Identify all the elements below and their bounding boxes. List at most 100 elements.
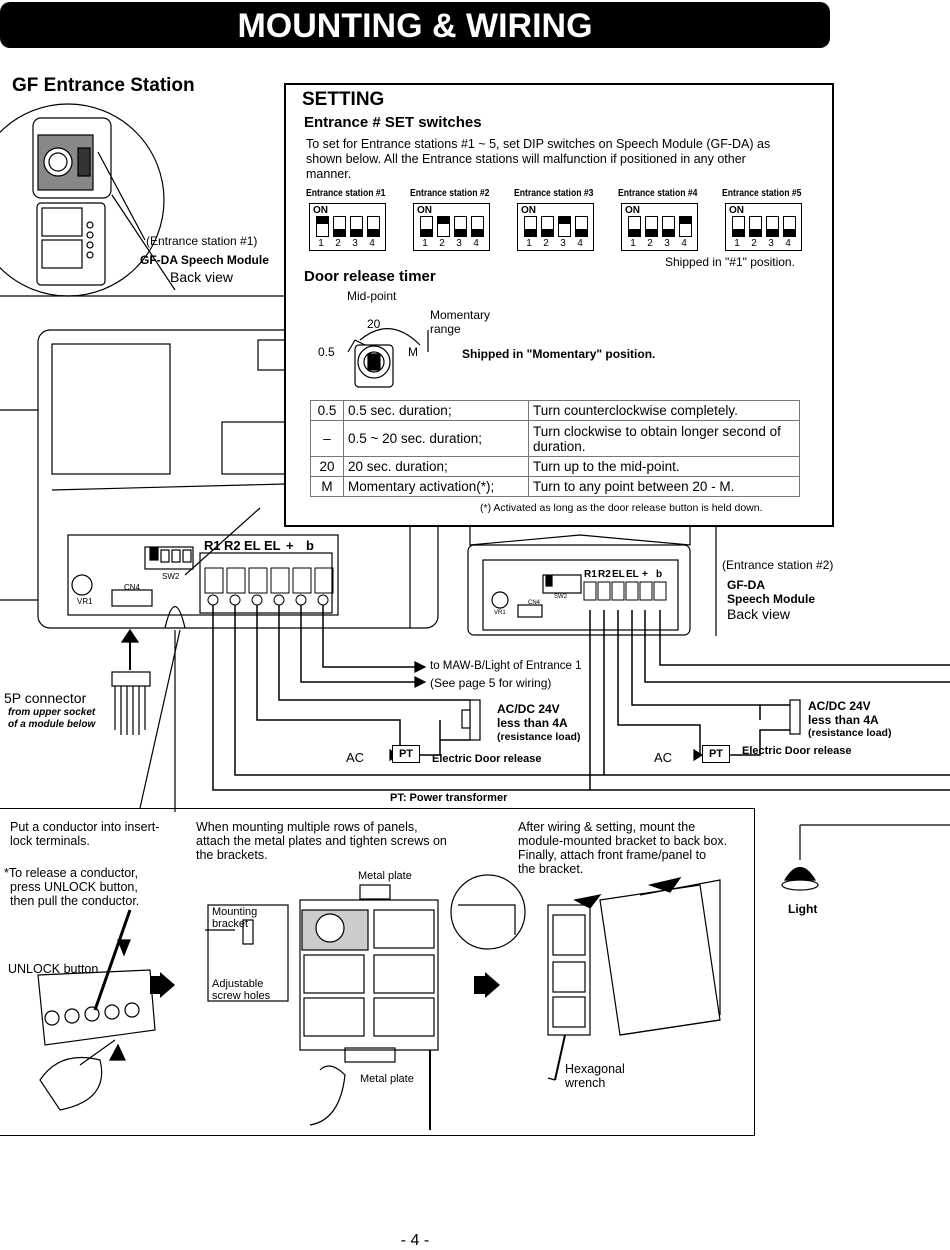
- door1-acdc: AC/DC 24V: [497, 702, 560, 716]
- module1-caption-view: Back view: [170, 269, 234, 285]
- terminal-board-1: [67, 534, 339, 616]
- hex-wrench-label-2: wrench: [565, 1076, 606, 1090]
- step1-line5: then pull the conductor.: [10, 894, 140, 908]
- door2-acdc: AC/DC 24V: [808, 699, 871, 713]
- metal-plate-bottom: Metal plate: [360, 1073, 414, 1085]
- step3-line1: After wiring & setting, mount the: [518, 820, 696, 834]
- timer-duration: 0.5 ~ 20 sec. duration;: [343, 420, 529, 457]
- timer-setting: 20: [310, 456, 344, 477]
- module2-caption-type: Speech Module: [727, 592, 816, 606]
- terminal-b: b: [306, 538, 314, 553]
- step3-line2: module-mounted bracket to back box.: [518, 834, 728, 848]
- dial-m: M: [408, 345, 418, 359]
- setting-title: SETTING: [302, 89, 385, 110]
- metal-plate-top: Metal plate: [358, 870, 412, 882]
- timer-footnote: (*) Activated as long as the door releas…: [480, 502, 763, 514]
- ac-label-2: AC: [654, 750, 673, 765]
- terminal-plus-2: +: [642, 569, 648, 580]
- terminal-r2-2: R2: [598, 569, 611, 580]
- door2-label: Electric Door release: [742, 745, 852, 757]
- door1-resistance: (resistance load): [497, 731, 581, 743]
- door2-less: less than 4A: [808, 713, 879, 727]
- dip-label-station-1: Entrance station #1: [306, 187, 386, 199]
- dial-0-5: 0.5: [318, 345, 335, 359]
- timer-duration: 0.5 sec. duration;: [343, 400, 529, 421]
- timer-setting: 0.5: [310, 400, 344, 421]
- module1-caption-station: (Entrance station #1): [146, 234, 258, 248]
- dip-label-station-4: Entrance station #4: [618, 187, 698, 199]
- timer-dial-icon: [347, 328, 429, 388]
- connector-label: 5P connector: [4, 690, 87, 706]
- wire-to-maw: to MAW-B/Light of Entrance 1: [430, 660, 582, 672]
- step3-line4: the bracket.: [518, 862, 584, 876]
- step2-line1: When mounting multiple rows of panels,: [196, 820, 418, 834]
- timer-setting: –: [310, 420, 344, 457]
- dial-shipped-note: Shipped in "Momentary" position.: [462, 347, 656, 361]
- timer-action: Turn clockwise to obtain longer second o…: [528, 420, 800, 457]
- terminal-el2-2: EL: [626, 569, 639, 580]
- entrance-text-3: manner.: [306, 167, 352, 181]
- door2-resistance: (resistance load): [808, 727, 892, 739]
- dip-label-station-3: Entrance station #3: [514, 187, 594, 199]
- timer-action: Turn up to the mid-point.: [528, 456, 800, 477]
- adjustable-label-1: Adjustable: [212, 978, 264, 990]
- entrance-text-1: To set for Entrance stations #1 ~ 5, set…: [306, 137, 771, 151]
- dial-mid-point: Mid-point: [347, 289, 397, 303]
- wire-see-page: (See page 5 for wiring): [430, 676, 552, 690]
- pt-box-1: PT: [392, 745, 420, 763]
- steps-box: [0, 808, 755, 1136]
- dial-momentary: Momentary: [430, 308, 491, 322]
- section-title: GF Entrance Station: [12, 75, 195, 96]
- terminal-el2: EL: [264, 538, 281, 553]
- module2-caption-view: Back view: [727, 606, 791, 622]
- door1-less: less than 4A: [497, 716, 568, 730]
- terminal-r2: R2: [224, 538, 241, 553]
- timer-table: 0.5 0.5 sec. duration; Turn counterclock…: [310, 400, 800, 497]
- title-banner: [0, 2, 830, 48]
- entrance-text-2: shown below. All the Entrance stations w…: [306, 152, 746, 166]
- step1-line2: lock terminals.: [10, 834, 90, 848]
- step3-line3: Finally, attach front frame/panel to: [518, 848, 707, 862]
- hex-wrench-label-1: Hexagonal: [565, 1062, 625, 1076]
- ac-label-1: AC: [346, 750, 365, 765]
- timer-setting: M: [310, 476, 344, 497]
- board2-cn4: CN4: [528, 600, 541, 606]
- dial-range: range: [430, 322, 461, 336]
- board2-vr1: VR1: [494, 610, 506, 616]
- pt-box-2: PT: [702, 745, 730, 763]
- terminal-b-2: b: [656, 569, 663, 580]
- connector-from: from upper socket: [8, 707, 96, 718]
- board1-vr1: VR1: [77, 597, 93, 606]
- page-title: MOUNTING & WIRING: [237, 7, 593, 45]
- terminal-el1: EL: [244, 538, 261, 553]
- shipped-position-note: Shipped in "#1" position.: [665, 255, 795, 269]
- dip-label-station-5: Entrance station #5: [722, 187, 802, 199]
- step1-line4: press UNLOCK button,: [10, 880, 138, 894]
- board2-sw2: SW2: [554, 594, 568, 600]
- board1-sw2: SW2: [162, 572, 180, 581]
- mounting-label-2: bracket: [212, 918, 249, 930]
- module2-caption-station: (Entrance station #2): [722, 558, 834, 572]
- timer-action: Turn counterclockwise completely.: [528, 400, 800, 421]
- board1-cn4: CN4: [124, 583, 141, 592]
- timer-duration: 20 sec. duration;: [343, 456, 529, 477]
- module2-caption-model: GF-DA: [727, 578, 765, 592]
- timer-action: Turn to any point between 20 - M.: [528, 476, 800, 497]
- step1-line1: Put a conductor into insert-: [10, 820, 160, 834]
- step2-line3: the brackets.: [196, 848, 268, 862]
- terminal-r1: R1: [204, 538, 221, 553]
- connector-below: of a module below: [8, 719, 96, 730]
- dial-20: 20: [367, 317, 381, 331]
- page-number: - 4 -: [400, 1232, 430, 1249]
- step1-line3: *To release a conductor,: [4, 866, 139, 880]
- timer-heading: Door release timer: [304, 268, 436, 285]
- mounting-label-1: Mounting: [212, 906, 258, 918]
- module1-caption-model: GF-DA Speech Module: [140, 253, 269, 267]
- entrance-set-heading: Entrance # SET switches: [304, 114, 482, 131]
- adjustable-label-2: screw holes: [212, 990, 271, 1002]
